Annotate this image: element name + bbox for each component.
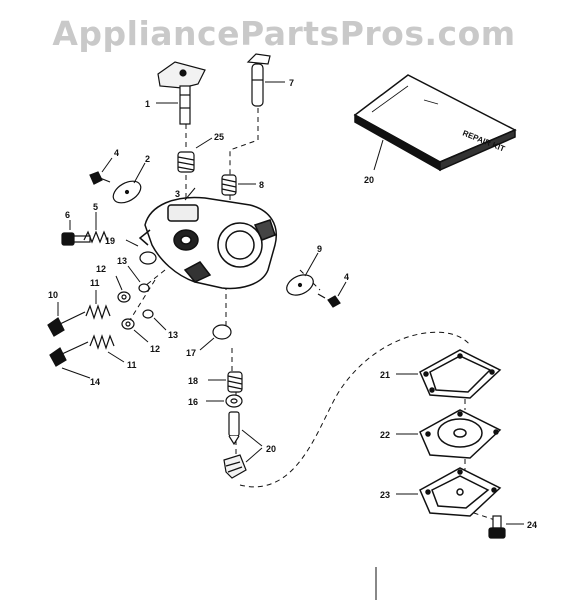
washer-12-upper — [117, 291, 131, 303]
callout-20: 20 — [266, 444, 276, 454]
choke-shaft-7 — [246, 53, 271, 107]
callout-12-lower: 12 — [150, 344, 160, 354]
callout-14: 14 — [90, 377, 100, 387]
callout-22: 22 — [380, 430, 390, 440]
watermark: AppliancePartsPros.com — [52, 14, 516, 53]
cup-plug-19 — [139, 251, 157, 265]
callout-9: 9 — [317, 244, 322, 254]
callout-21: 21 — [380, 370, 390, 380]
float-17 — [212, 324, 232, 340]
carburetor-body — [138, 196, 277, 290]
callout-3: 3 — [175, 189, 180, 199]
leader-14 — [61, 367, 91, 379]
callout-7: 7 — [289, 78, 294, 88]
callout-5: 5 — [93, 202, 98, 212]
callout-8: 8 — [259, 180, 264, 190]
leader-3 — [184, 187, 196, 201]
callout-28: 20 — [364, 175, 374, 185]
leader-2 — [133, 162, 146, 184]
washer-12-lower — [121, 318, 135, 330]
callout-17: 17 — [186, 348, 196, 358]
leader-11-lower — [107, 351, 125, 363]
throttle-plate-2 — [112, 180, 142, 204]
leader-19 — [125, 239, 139, 247]
spring-11-lower — [89, 334, 115, 350]
leader-13-upper — [127, 265, 141, 283]
needle-valve-10 — [47, 311, 86, 337]
cover-23 — [419, 467, 502, 517]
callout-10: 10 — [48, 290, 58, 300]
screw-24 — [488, 515, 506, 539]
diaphragm-22 — [419, 409, 502, 459]
callout-12-upper: 12 — [96, 264, 106, 274]
leader-17 — [199, 337, 215, 351]
callout-11-upper: 11 — [90, 278, 100, 288]
leader-9 — [304, 252, 319, 277]
screw-4-right — [317, 293, 341, 308]
choke-plate-9 — [286, 274, 314, 296]
inlet-needle-20 — [223, 411, 247, 479]
leader-12-lower — [133, 329, 149, 343]
callout-4-right: 4 — [344, 272, 349, 282]
screw-4-upper — [89, 171, 111, 185]
throttle-shaft-1 — [157, 61, 206, 125]
oring-13-upper — [138, 283, 150, 293]
repair-kit-box — [353, 74, 517, 172]
leader-line-20 — [373, 139, 384, 171]
spring-11-upper — [85, 304, 111, 320]
leader-25 — [195, 137, 213, 149]
callout-18: 18 — [188, 376, 198, 386]
callout-6: 6 — [65, 210, 70, 220]
callout-13-upper: 13 — [117, 256, 127, 266]
seat-16 — [225, 394, 243, 408]
callout-25: 25 — [214, 132, 224, 142]
callout-23: 23 — [380, 490, 390, 500]
callout-11-lower: 11 — [127, 360, 137, 370]
leader-13-lower — [153, 317, 167, 331]
needle-valve-14 — [49, 341, 89, 367]
oring-13-lower — [142, 309, 154, 319]
spring-18 — [227, 371, 243, 393]
screw-6 — [61, 232, 91, 246]
spring-8 — [221, 174, 237, 196]
leader-4-right — [337, 281, 347, 297]
spring-5 — [83, 230, 109, 244]
callout-16: 16 — [188, 397, 198, 407]
callout-2: 2 — [145, 154, 150, 164]
callout-1: 1 — [145, 99, 150, 109]
callout-19: 19 — [105, 236, 115, 246]
gasket-21 — [419, 349, 502, 399]
callout-13-lower: 13 — [168, 330, 178, 340]
leader-12-upper — [115, 275, 123, 291]
leader-4-upper — [101, 157, 113, 173]
callout-4-upper: 4 — [114, 148, 119, 158]
leader-20 — [241, 429, 263, 463]
callout-24: 24 — [527, 520, 537, 530]
spring-25 — [177, 151, 195, 173]
